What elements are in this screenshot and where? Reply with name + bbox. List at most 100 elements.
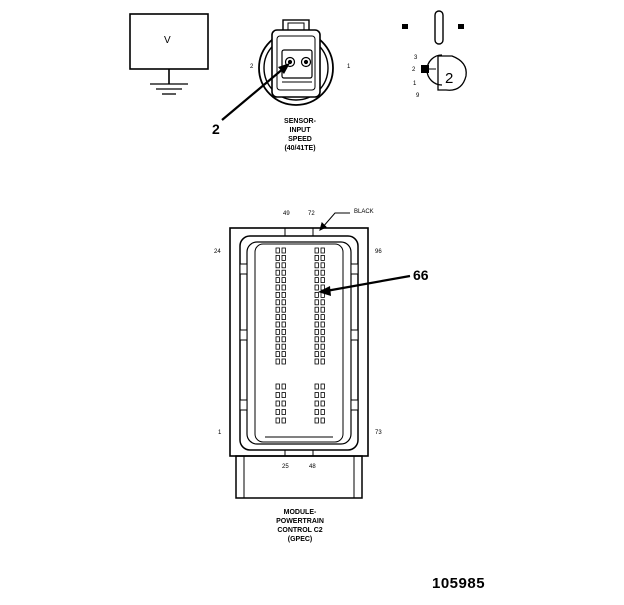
- module-pin-49-label: 49: [283, 211, 290, 217]
- pin-cavity: [275, 277, 280, 284]
- pin-cavity: [320, 392, 325, 398]
- sensor-caption-line-1: SENSOR-: [284, 118, 316, 125]
- pin-cavity: [314, 409, 319, 415]
- pin-cavity: [281, 400, 286, 407]
- pin-cavity: [275, 284, 280, 291]
- pin-cavity: [275, 343, 280, 350]
- pin-cavity: [314, 321, 319, 328]
- pin-cavity: [281, 284, 286, 291]
- pin-cavity: [281, 392, 286, 398]
- module-callout-number: 66: [413, 267, 429, 283]
- pin-cavity: [314, 314, 319, 321]
- pin-cavity: [275, 400, 280, 407]
- pin-cavity: [320, 254, 325, 261]
- module-pin-25-label: 25: [282, 464, 289, 470]
- pin-cavity: [275, 299, 280, 306]
- pin-view-detail: [402, 10, 467, 91]
- pin-cavity: [314, 284, 319, 291]
- pin-cavity: [320, 343, 325, 350]
- pin-cavity: [314, 277, 319, 284]
- pin-cavity: [314, 254, 319, 261]
- module-color-label: BLACK: [354, 209, 374, 215]
- pin-cavity: [275, 306, 280, 313]
- pin-cavity: [281, 262, 286, 269]
- pin-cavity: [281, 409, 286, 415]
- pin-cavity: [275, 314, 280, 321]
- pin-cavity: [275, 328, 280, 335]
- module-caption: MODULE- POWERTRAIN CONTROL C2 (GPEC): [255, 508, 345, 544]
- pin-cavity: [314, 351, 319, 358]
- pin-cavity: [320, 328, 325, 335]
- ground-symbol: [129, 13, 209, 95]
- pin-cavity: [314, 358, 319, 365]
- module-caption-line-2: POWERTRAIN: [276, 518, 324, 525]
- pin-cavity: [314, 262, 319, 269]
- pin-view-big-label: 2: [445, 70, 454, 87]
- pin-cavity: [314, 306, 319, 313]
- pin-cavity: [281, 291, 286, 298]
- pin-cavity: [275, 336, 280, 343]
- module-callout-arrow: [318, 274, 411, 296]
- pin-cavity: [320, 409, 325, 415]
- color-label-leader: [319, 212, 350, 231]
- module-connector: [229, 227, 369, 499]
- pin-cavity: [314, 392, 319, 398]
- pin-cavity: [281, 336, 286, 343]
- pin-cavity: [275, 254, 280, 261]
- ground-box-symbol: V: [164, 35, 171, 46]
- pin-cavity: [275, 247, 280, 254]
- pin-cavity: [320, 314, 325, 321]
- sensor-connector: [258, 19, 334, 106]
- sensor-callout-number: 2: [212, 121, 220, 137]
- pin-cavity: [275, 262, 280, 269]
- pin-cavity: [281, 306, 286, 313]
- pin-cavity: [314, 247, 319, 254]
- sensor-caption-line-3: SPEED: [288, 136, 312, 143]
- pin-cavity: [320, 383, 325, 390]
- module-pin-1-label: 1: [218, 430, 222, 436]
- pin-cavity: [275, 351, 280, 358]
- pin-cavity: [320, 247, 325, 254]
- pin-cavity: [281, 417, 286, 424]
- sensor-caption: SENSOR- INPUT SPEED (40/41TE): [260, 117, 340, 153]
- module-caption-line-3: CONTROL C2: [277, 527, 323, 534]
- pin-cavity: [281, 269, 286, 276]
- module-pin-48-label: 48: [309, 464, 316, 470]
- pin-cavity: [275, 358, 280, 365]
- module-caption-line-1: MODULE-: [283, 509, 317, 516]
- pin-cavity: [320, 358, 325, 365]
- sensor-callout-arrow: [221, 63, 290, 121]
- sensor-pin-1-label: 1: [347, 64, 351, 70]
- module-caption-line-4: (GPEC): [287, 536, 313, 543]
- pin-cavity: [320, 262, 325, 269]
- sensor-caption-line-2: INPUT: [289, 127, 311, 134]
- pin-cavity: [281, 247, 286, 254]
- pin-cavity: [320, 417, 325, 424]
- pin-cavity: [275, 269, 280, 276]
- pin-cavity: [275, 417, 280, 424]
- pin-cavity: [275, 291, 280, 298]
- pin-cavity: [314, 299, 319, 306]
- pin-cavity: [320, 277, 325, 284]
- pin-cavity: [320, 306, 325, 313]
- pin-cavity: [320, 321, 325, 328]
- pin-cavity: [275, 321, 280, 328]
- pin-cavity: [281, 343, 286, 350]
- pin-cavity: [281, 328, 286, 335]
- pin-cavity: [281, 351, 286, 358]
- module-pin-73-label: 73: [375, 430, 382, 436]
- module-pin-24-label: 24: [214, 249, 221, 255]
- module-pin-grid: [275, 247, 325, 424]
- figure-number: 105985: [432, 575, 486, 592]
- pin-cavity: [314, 269, 319, 276]
- module-pin-72-label: 72: [308, 211, 315, 217]
- pin-cavity: [281, 321, 286, 328]
- pin-cavity: [320, 299, 325, 306]
- pin-cavity: [275, 383, 280, 390]
- pin-cavity: [314, 400, 319, 407]
- pin-cavity: [320, 336, 325, 343]
- pin-cavity: [314, 336, 319, 343]
- pin-cavity: [320, 269, 325, 276]
